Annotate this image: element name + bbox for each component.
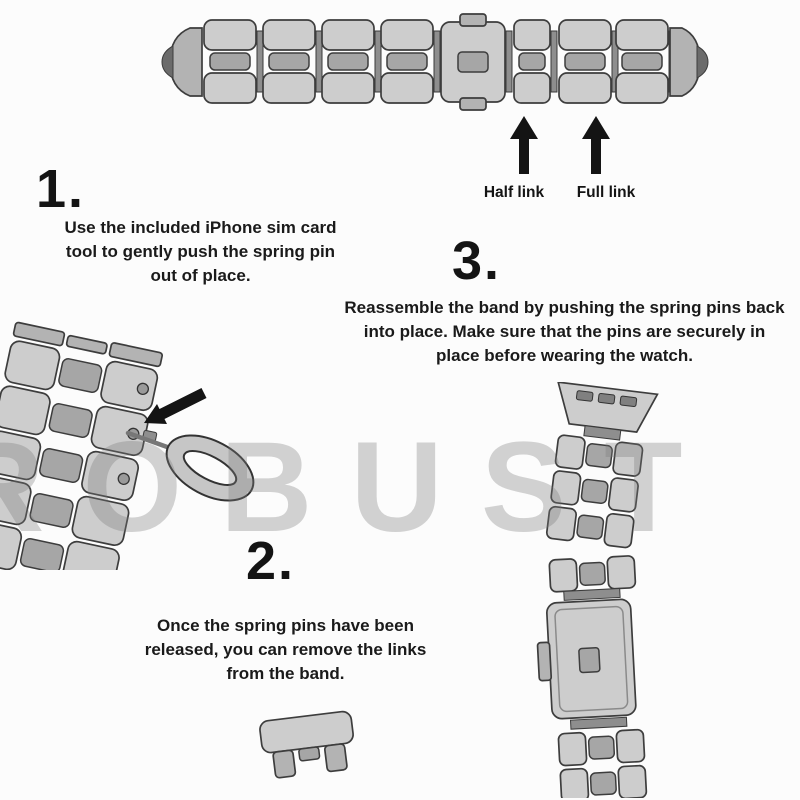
band-top-view-illustration: [161, 13, 709, 111]
lower-band-piece: [536, 554, 648, 798]
step-1-number: 1.: [36, 159, 86, 219]
step-2-text: Once the spring pins have been released,…: [144, 616, 427, 684]
band-segment: [0, 321, 164, 570]
arrow-pointer-icon: [144, 388, 207, 424]
half-link-label: Half link: [483, 184, 545, 201]
step-3-number: 3.: [452, 231, 502, 291]
left-lug-hook: [161, 45, 174, 79]
half-link: [513, 19, 558, 104]
band-clasp: [440, 13, 506, 111]
removed-link-illustration: [259, 710, 354, 779]
band-link: [321, 19, 382, 104]
right-lug-hook: [696, 45, 709, 79]
band-connector: [505, 30, 513, 93]
band-clasp: [536, 598, 637, 720]
reassembly-illustration: [536, 382, 659, 798]
right-lug-adapter: [669, 27, 701, 97]
upper-band-piece: [545, 382, 659, 550]
band-link: [615, 19, 676, 104]
watch-lug-adapter: [557, 382, 659, 433]
step-1-text: Use the included iPhone sim card tool to…: [64, 218, 337, 286]
pin-hole: [117, 472, 130, 485]
step-3-text: Reassemble the band by pushing the sprin…: [344, 298, 785, 366]
sim-eject-tool: [125, 430, 255, 502]
pin-hole: [136, 382, 150, 395]
full-link-label: Full link: [576, 184, 636, 201]
band-link: [203, 19, 264, 104]
full-link-up-arrow-icon: [582, 116, 610, 174]
pin-removal-illustration: [0, 321, 255, 570]
step-2-number: 2.: [246, 531, 296, 591]
band-link: [262, 19, 323, 104]
half-link-up-arrow-icon: [510, 116, 538, 174]
left-lug-adapter: [169, 27, 203, 97]
band-link: [380, 19, 441, 104]
full-link: [558, 19, 619, 104]
